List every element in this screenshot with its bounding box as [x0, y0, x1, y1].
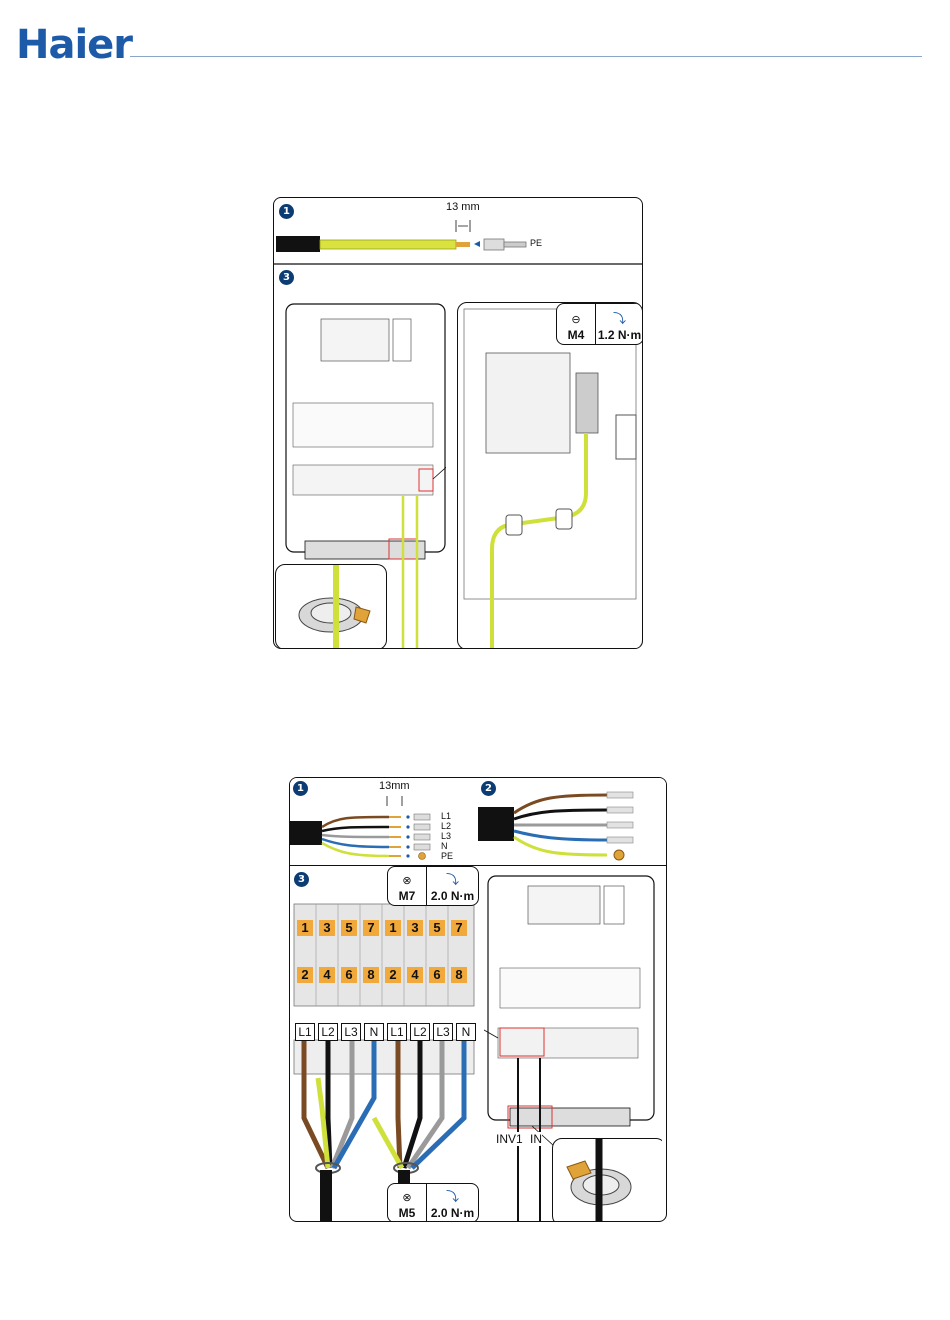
screw-icon: ⊖: [571, 313, 580, 326]
inverter-label-inv1: INV1: [496, 1132, 523, 1146]
gland-detail: [552, 1138, 662, 1222]
terminal-label: 3: [407, 920, 423, 936]
terminal-label: 3: [319, 920, 335, 936]
gland-detail: [275, 564, 387, 649]
terminal-label: 4: [407, 967, 423, 983]
terminal-label: 2: [385, 967, 401, 983]
terminal-label: 5: [429, 920, 445, 936]
figure-pe-wiring: 1 13 mm PE 3: [273, 197, 643, 649]
wire-tag: L2: [318, 1023, 338, 1041]
header-rule: [130, 56, 922, 57]
figure-ac-wiring: 1 13mm L1 L2 L3 N PE 2: [289, 777, 667, 1222]
screw-icon: ⊗: [402, 874, 411, 887]
torque-value-label: 1.2 N·m: [598, 328, 641, 342]
screw-icon: ⊗: [402, 1191, 411, 1204]
terminal-label: 7: [363, 920, 379, 936]
torque-arrow-icon: ⤵: [613, 308, 626, 327]
wire-tag: L3: [341, 1023, 361, 1041]
m4-torque-box: ⊖ M4 ⤵ 1.2 N·m: [556, 303, 643, 345]
breaker-wiring-illustration: [290, 778, 480, 1221]
terminal-label: 8: [363, 967, 379, 983]
step2-panel: 2: [477, 777, 667, 866]
inverter-label-in: IN: [530, 1132, 542, 1146]
step3-badge: 3: [279, 270, 294, 285]
terminal-label: 7: [451, 920, 467, 936]
screw-size-label: M4: [568, 328, 585, 342]
wire-tag: L1: [387, 1023, 407, 1041]
torque-arrow-icon: ⤵: [446, 869, 459, 888]
terminal-label: 1: [297, 920, 313, 936]
wire-tag: L1: [295, 1023, 315, 1041]
m7-torque-box: ⊗ M7 ⤵ 2.0 N·m: [387, 866, 479, 906]
terminal-label: 4: [319, 967, 335, 983]
wire-tag: N: [456, 1023, 476, 1041]
torque-value-label: 2.0 N·m: [431, 1206, 474, 1220]
brand-logo: Haier: [16, 22, 132, 68]
cabinet-overview: INV1 IN: [484, 872, 662, 1222]
m5-torque-box: ⊗ M5 ⤵ 2.0 N·m: [387, 1183, 479, 1222]
torque-value-label: 2.0 N·m: [431, 889, 474, 903]
terminal-detail: ⊖ M4 ⤵ 1.2 N·m: [457, 302, 643, 649]
screw-size-label: M5: [399, 1206, 416, 1220]
terminal-label: 8: [451, 967, 467, 983]
wire-tag: L3: [433, 1023, 453, 1041]
wire-tag: N: [364, 1023, 384, 1041]
screw-size-label: M7: [399, 889, 416, 903]
pe-label: PE: [530, 238, 542, 248]
terminal-label: 5: [341, 920, 357, 936]
wire-tag: L2: [410, 1023, 430, 1041]
terminal-label: 6: [341, 967, 357, 983]
terminal-label: 2: [297, 967, 313, 983]
pe-wire-strip-illustration: [274, 198, 642, 266]
terminal-label: 6: [429, 967, 445, 983]
torque-arrow-icon: ⤵: [446, 1186, 459, 1205]
terminal-label: 1: [385, 920, 401, 936]
